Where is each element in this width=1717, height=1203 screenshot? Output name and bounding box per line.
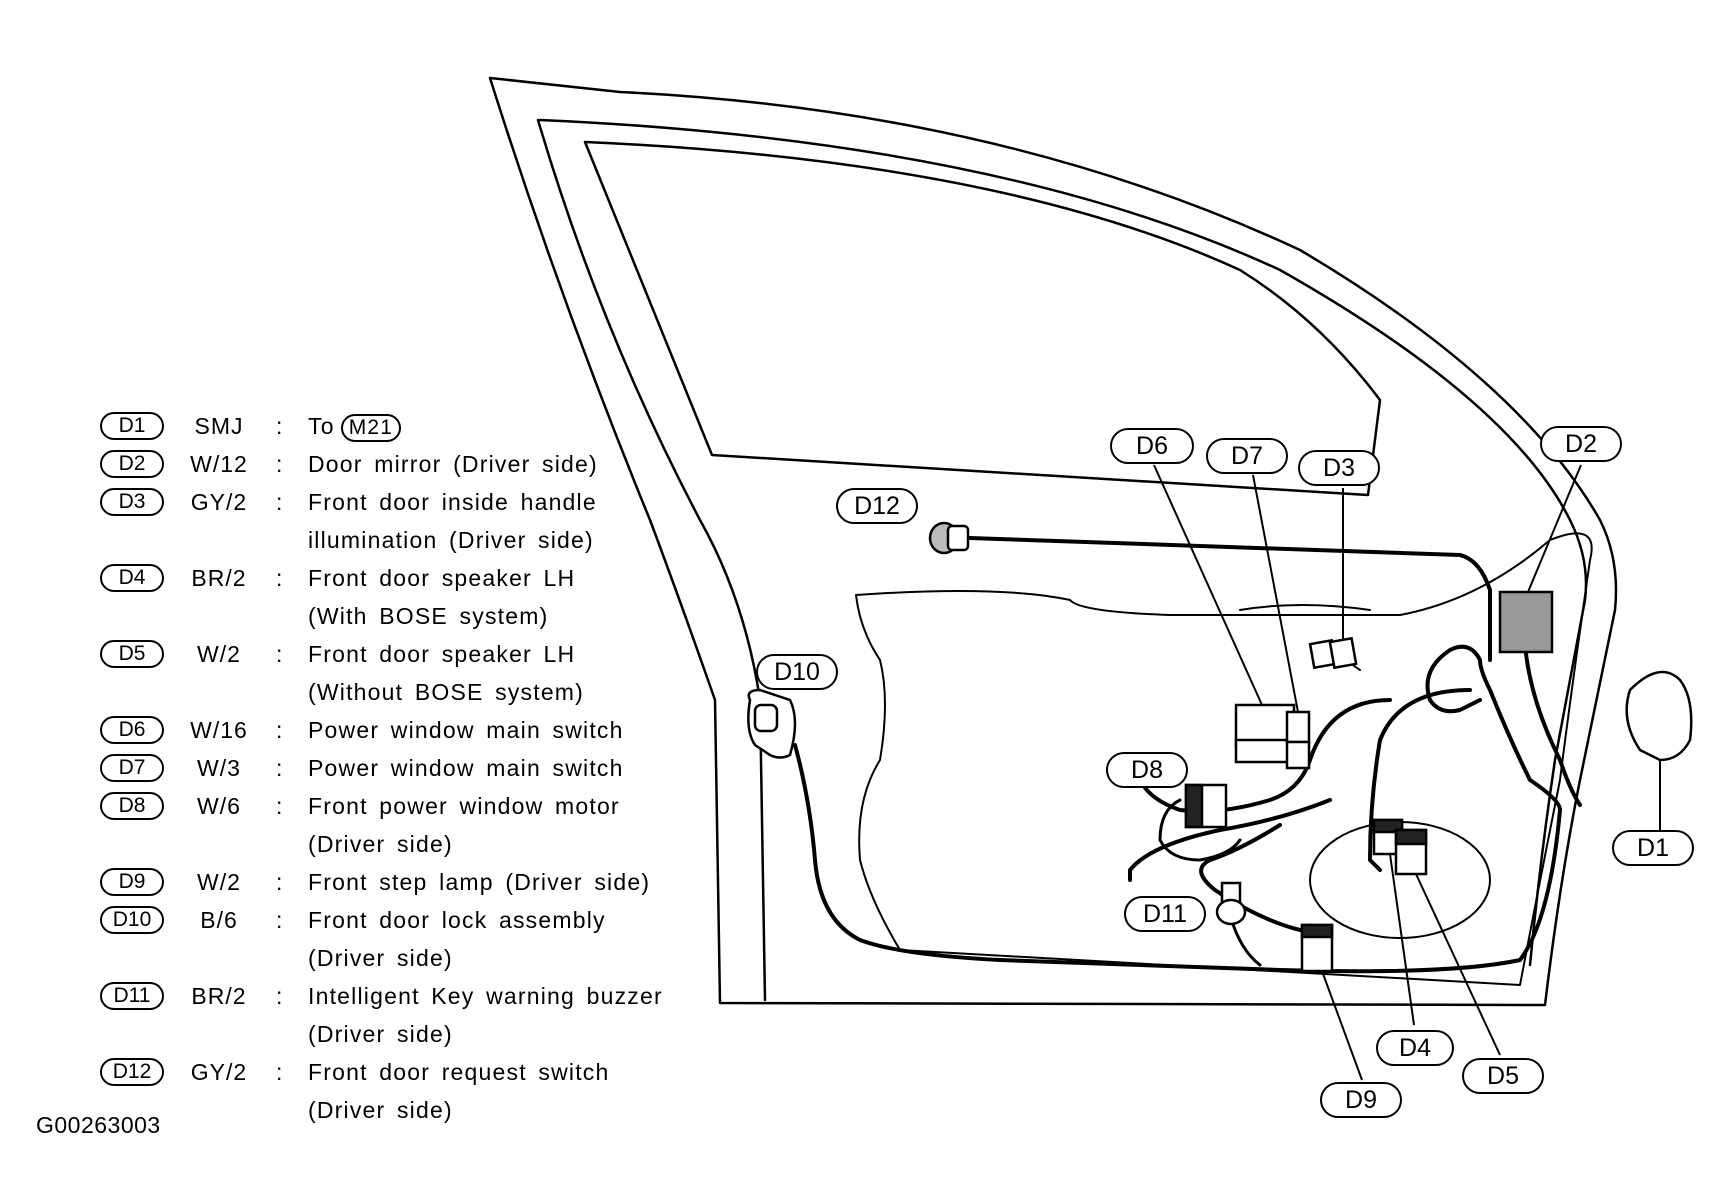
legend-separator: : <box>276 717 283 743</box>
legend-description: Power window main switch <box>308 755 624 781</box>
legend-description-line2: (Driver side) <box>308 945 453 971</box>
legend-separator: : <box>276 755 283 781</box>
callout-d12: D12 <box>836 488 918 524</box>
callout-d3: D3 <box>1298 450 1380 486</box>
legend-description-line2: (Driver side) <box>308 831 453 857</box>
d9-leader <box>1321 970 1363 1081</box>
legend-spec: GY/2 <box>190 1059 248 1085</box>
callout-d8: D8 <box>1106 752 1188 788</box>
legend-separator: : <box>276 983 283 1009</box>
d2-leader <box>1527 464 1582 593</box>
legend-spec: GY/2 <box>190 489 248 515</box>
callout-d6: D6 <box>1110 428 1194 464</box>
legend-code: D10 <box>100 906 164 934</box>
wire-harness <box>1425 644 1562 812</box>
legend-code: D7 <box>100 754 164 782</box>
callout-d11: D11 <box>1124 896 1206 932</box>
legend-code: D9 <box>100 868 164 896</box>
legend-spec: BR/2 <box>191 983 247 1009</box>
legend-separator: : <box>276 451 283 477</box>
door-outer-frame <box>488 76 1618 1007</box>
legend-spec: W/3 <box>197 755 241 781</box>
callout-d1: D1 <box>1612 830 1694 866</box>
legend-code: D4 <box>100 564 164 592</box>
legend-description-line2: illumination (Driver side) <box>308 527 594 553</box>
legend-description: Front door speaker LH <box>308 565 576 591</box>
legend-code: D6 <box>100 716 164 744</box>
legend-spec: SMJ <box>194 413 244 439</box>
legend-description-line2: (Without BOSE system) <box>308 679 585 705</box>
d5-leader <box>1415 873 1501 1056</box>
window-glass-outline <box>583 140 1382 497</box>
callout-d2: D2 <box>1540 426 1622 462</box>
legend-description: Front door lock assembly <box>308 907 606 933</box>
d1-connector <box>1625 670 1693 762</box>
door-inner-frame <box>538 118 1588 967</box>
legend-separator: : <box>276 413 283 439</box>
legend-spec: W/2 <box>197 641 241 667</box>
legend-spec: W/16 <box>190 717 248 743</box>
m21-ref-badge: M21 <box>340 414 402 442</box>
legend-separator: : <box>276 793 283 819</box>
legend-description-line2: (Driver side) <box>308 1021 453 1047</box>
legend-description: Front step lamp (Driver side) <box>308 869 651 895</box>
callout-d4: D4 <box>1376 1030 1454 1066</box>
callout-d9: D9 <box>1320 1082 1402 1118</box>
callout-d5: D5 <box>1462 1058 1544 1094</box>
legend-code: D2 <box>100 450 164 478</box>
legend-spec: BR/2 <box>191 565 247 591</box>
legend-spec: B/6 <box>200 907 238 933</box>
legend-description: Door mirror (Driver side) <box>308 451 598 477</box>
legend-code: D5 <box>100 640 164 668</box>
legend-separator: : <box>276 489 283 515</box>
legend-description: Power window main switch <box>308 717 624 743</box>
door-panel-outline <box>855 532 1593 986</box>
legend-separator: : <box>276 641 283 667</box>
legend-description-line2: (With BOSE system) <box>308 603 549 629</box>
legend-spec: W/12 <box>190 451 248 477</box>
figure-id: G00263003 <box>36 1112 161 1138</box>
legend-separator: : <box>276 869 283 895</box>
callout-d7: D7 <box>1206 438 1288 474</box>
legend-code: D12 <box>100 1058 164 1086</box>
d4-leader <box>1389 853 1415 1026</box>
callout-d10: D10 <box>756 654 838 690</box>
legend-description: Front power window motor <box>308 793 620 819</box>
legend-description: Front door speaker LH <box>308 641 576 667</box>
legend-spec: W/6 <box>197 793 241 819</box>
legend-description-line2: (Driver side) <box>308 1097 453 1123</box>
legend-code: D8 <box>100 792 164 820</box>
d7-connector <box>1285 710 1311 744</box>
legend-description: Front door inside handle <box>308 489 597 515</box>
legend-separator: : <box>276 1059 283 1085</box>
legend-code: D3 <box>100 488 164 516</box>
legend-spec: W/2 <box>197 869 241 895</box>
legend-description: Intelligent Key warning buzzer <box>308 983 663 1009</box>
d2-connector <box>1498 590 1554 654</box>
legend-code: D1 <box>100 412 164 440</box>
d6-leader <box>1153 464 1263 706</box>
legend-code: D11 <box>100 982 164 1010</box>
legend-separator: : <box>276 907 283 933</box>
d7-leader <box>1252 474 1299 713</box>
legend-description: Front door request switch <box>308 1059 610 1085</box>
legend-separator: : <box>276 565 283 591</box>
